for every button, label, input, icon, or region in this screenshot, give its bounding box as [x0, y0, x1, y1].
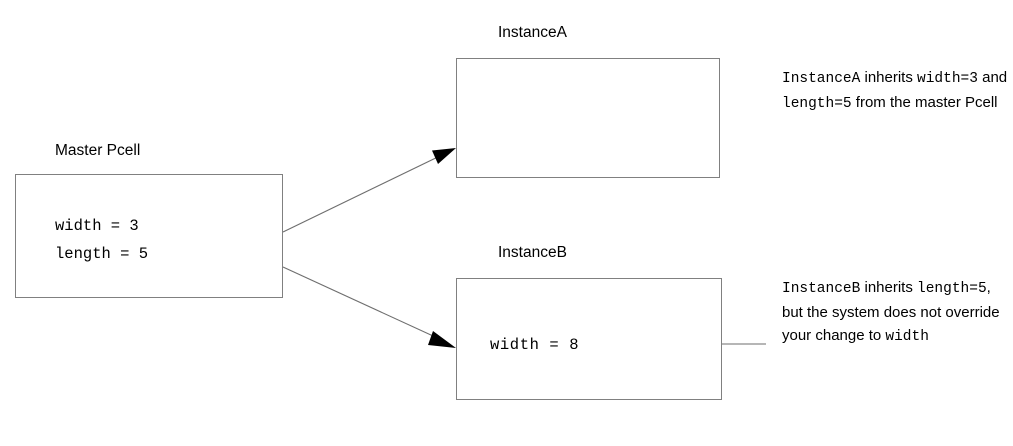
note-text: and: [977, 69, 1008, 86]
master-pcell-label: Master Pcell: [55, 142, 141, 159]
instance-a-box: [456, 58, 720, 178]
master-pcell-box: [15, 174, 283, 298]
note-text: inherits: [860, 69, 918, 86]
note-text: inherits: [860, 279, 918, 296]
code-term: width=3: [917, 71, 978, 87]
code-term: width: [885, 329, 929, 345]
code-term: length=5: [917, 281, 987, 297]
instance-b-params-line-1: width = 8: [490, 336, 580, 354]
note-instance-b: InstanceB inherits length=5, but the sys…: [782, 276, 1013, 349]
master-pcell-params-line-2: length = 5: [55, 245, 149, 263]
note-text: from the master Pcell: [851, 94, 998, 111]
instance-b-label: InstanceB: [498, 244, 567, 261]
arrow-master-to-instance-b: [282, 266, 456, 348]
code-term: length=5: [782, 96, 852, 112]
code-term: InstanceA: [782, 71, 861, 87]
note-text: , but the system does not override your …: [782, 279, 1000, 344]
master-pcell-params-line-1: width = 3: [55, 217, 139, 235]
code-term: InstanceB: [782, 281, 861, 297]
instance-a-label: InstanceA: [498, 24, 567, 41]
instance-b-box: [456, 278, 722, 400]
arrow-master-to-instance-a: [282, 148, 456, 233]
note-instance-a: InstanceA inherits width=3 and length=5 …: [782, 66, 1013, 116]
